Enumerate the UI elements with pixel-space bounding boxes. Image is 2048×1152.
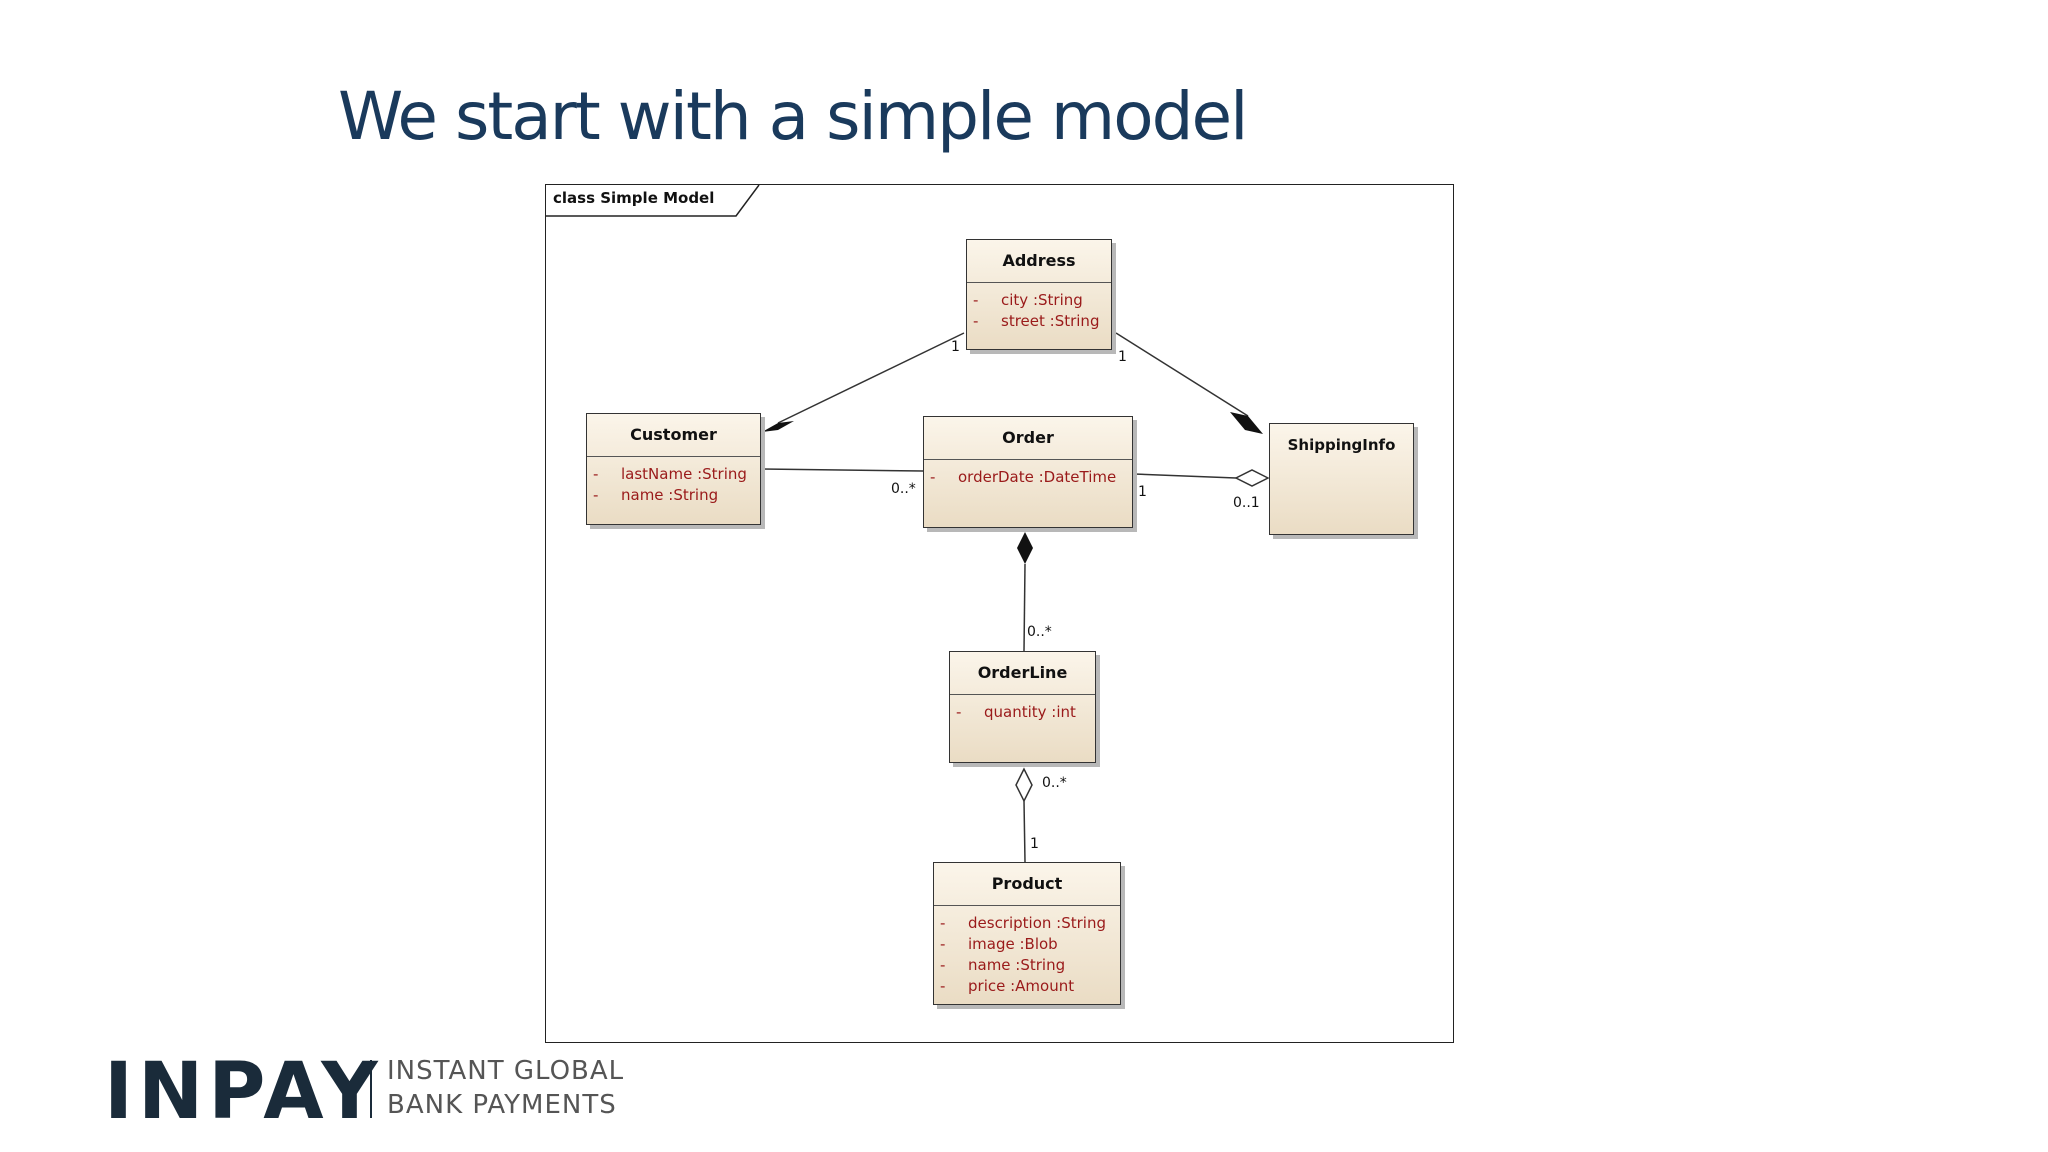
logo-tagline-line2: BANK PAYMENTS	[387, 1090, 617, 1120]
composition-diamond-customer	[762, 421, 794, 432]
class-customer: Customer -lastName :String -name :String	[586, 413, 761, 525]
frame-tab-outline	[546, 185, 760, 217]
attribute-row: -city :String	[973, 291, 1083, 309]
aggregation-diamond-shippinginfo	[1234, 469, 1270, 487]
class-name: OrderLine	[950, 652, 1095, 695]
class-name: Product	[934, 863, 1120, 906]
attribute-row: -description :String	[940, 914, 1106, 932]
attribute-row: -lastName :String	[593, 465, 747, 483]
class-attributes: -lastName :String -name :String	[587, 457, 760, 506]
aggregation-diamond-orderline	[1015, 767, 1033, 803]
class-attributes: -orderDate :DateTime	[924, 460, 1132, 488]
association-order-orderline	[1023, 563, 1026, 652]
attribute-row: -name :String	[940, 956, 1066, 974]
logo-divider	[370, 1060, 372, 1118]
class-address: Address -city :String -street :String	[966, 239, 1112, 350]
attribute-row: -price :Amount	[940, 977, 1075, 995]
multiplicity-label: 1	[1030, 836, 1039, 852]
multiplicity-label: 1	[951, 339, 960, 355]
association-address-customer	[777, 332, 965, 424]
attribute-row: -name :String	[593, 486, 719, 504]
class-orderline: OrderLine -quantity :int	[949, 651, 1096, 763]
class-name: ShippingInfo	[1287, 436, 1396, 454]
class-product: Product -description :String -image :Blo…	[933, 862, 1121, 1005]
composition-diamond-order	[1017, 532, 1033, 564]
association-address-shippinginfo	[1115, 332, 1249, 417]
multiplicity-label: 0..*	[1027, 624, 1052, 640]
association-customer-order	[760, 468, 924, 472]
diagram-frame-label: class Simple Model	[553, 189, 715, 207]
multiplicity-label: 0..*	[1042, 775, 1067, 791]
class-name: Order	[924, 417, 1132, 460]
association-orderline-product	[1023, 800, 1026, 863]
class-attributes: -quantity :int	[950, 695, 1095, 723]
logo-tagline-line1: INSTANT GLOBAL	[387, 1056, 625, 1086]
multiplicity-label: 1	[1138, 484, 1147, 500]
attribute-row: -image :Blob	[940, 935, 1058, 953]
multiplicity-label: 0..1	[1233, 495, 1260, 511]
attribute-row: -quantity :int	[956, 703, 1076, 721]
association-order-shippinginfo	[1133, 473, 1237, 479]
attribute-row: -orderDate :DateTime	[930, 468, 1117, 486]
diagram-connectors	[546, 185, 1270, 863]
class-name: Customer	[587, 414, 760, 457]
attribute-row: -street :String	[973, 312, 1100, 330]
class-attributes: -city :String -street :String	[967, 283, 1111, 332]
class-name: Address	[967, 240, 1111, 283]
class-shippinginfo: ShippingInfo	[1269, 423, 1414, 535]
composition-diamond-shippinginfo	[1230, 412, 1263, 434]
class-order: Order -orderDate :DateTime	[923, 416, 1133, 528]
class-diagram-frame: class Simple Model Address -city :String…	[545, 184, 1454, 1043]
multiplicity-label: 1	[1118, 349, 1127, 365]
slide-title: We start with a simple model	[338, 78, 1248, 155]
class-attributes: -description :String -image :Blob -name …	[934, 906, 1120, 997]
multiplicity-label: 0..*	[891, 481, 916, 497]
inpay-logo-wordmark: INPAY	[104, 1047, 383, 1137]
